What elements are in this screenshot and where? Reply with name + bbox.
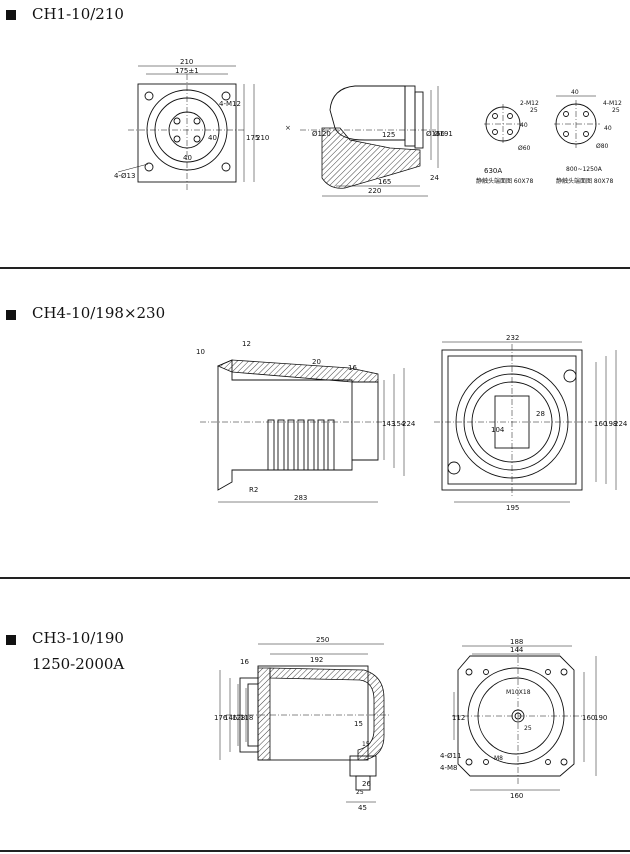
dim-label: 40 [571, 89, 579, 96]
dim-label: 4-M12 [219, 100, 241, 108]
ch4-side-view: 10 12 20 16 143 154 224 R2 283 [196, 340, 416, 503]
dim-label: 40 [183, 154, 192, 162]
dim-label: 125 [382, 131, 395, 139]
dim-label: 160 [582, 714, 595, 722]
ch1-drawing: 210 175±1 4-M12 175 210 40 40 4-Ø13 × Ø1… [114, 58, 622, 197]
dim-label: Ø191 [434, 130, 453, 138]
dim-label: 175 [246, 134, 259, 142]
dim-label: Ø60 [518, 145, 531, 152]
dim-label: 175±1 [175, 67, 199, 75]
dim-label: 12 [242, 340, 251, 348]
dim-label: M8 [494, 755, 503, 762]
dim-label: 143 [382, 420, 395, 428]
dim-label: 210 [256, 134, 269, 142]
dim-label: 25 [524, 725, 532, 732]
ch1-front-view: 210 175±1 4-M12 175 210 40 40 4-Ø13 [114, 58, 269, 190]
caption: 静触头端面图 60X78 [476, 177, 533, 185]
ch3-front-view: 188 144 M10X18 112 25 4-Ø11 M8 4-M8 160 … [440, 638, 607, 800]
svg-text:×: × [285, 124, 291, 132]
dim-label: 198 [604, 420, 617, 428]
dim-label: 4-M12 [603, 100, 622, 107]
section-subtitle: 1250-2000A [32, 655, 125, 673]
ch4-drawing: 10 12 20 16 143 154 224 R2 283 [196, 334, 628, 512]
dim-label: 25 [530, 107, 538, 114]
dim-label: R2 [249, 486, 258, 494]
ch4-front-view: 232 28 104 160 198 224 195 [434, 334, 628, 512]
ch1-side-view: × Ø120 125 Ø166 Ø191 165 24 220 [285, 85, 453, 197]
section-ch4: CH4-10/198×230 10 12 20 16 [0, 270, 630, 580]
section-title: CH3-10/190 [32, 629, 124, 647]
dim-label: 15 [362, 741, 370, 748]
dim-label: 165 [378, 178, 391, 186]
dim-label: 146 [224, 714, 238, 722]
dim-label: Ø120 [312, 130, 331, 138]
dim-label: 800~1250A [566, 166, 603, 173]
dim-label: 28 [536, 410, 545, 418]
section-title: CH4-10/198×230 [32, 304, 166, 322]
dim-label: 15 [354, 720, 363, 728]
dim-label: 232 [506, 334, 519, 342]
dim-label: 250 [316, 636, 329, 644]
dim-label: 20 [312, 358, 321, 366]
dim-label: 40 [520, 122, 528, 129]
dim-label: 10 [196, 348, 205, 356]
dim-label: 224 [402, 420, 416, 428]
dim-label: 192 [310, 656, 323, 664]
dim-label: Ø80 [596, 143, 609, 150]
section-divider [0, 267, 630, 269]
dim-label: 160 [510, 792, 523, 800]
dim-label: 4-Ø11 [440, 752, 461, 760]
ch1-detail-630a: 2-M12 25 40 Ø60 630A 静触头端面图 60X78 [476, 100, 539, 185]
dim-label: 195 [506, 504, 519, 512]
dim-label: 40 [208, 134, 217, 142]
dim-label: 24 [430, 174, 439, 182]
dim-label: 144 [510, 646, 524, 654]
ch3-side-view: 250 192 16 176 146 128 118 15 15 26 25 4… [214, 636, 390, 812]
dim-label: 210 [180, 58, 193, 66]
dim-label: 630A [484, 167, 502, 175]
dim-label: 283 [294, 494, 307, 502]
dim-label: 128 [232, 714, 245, 722]
ch4-ribs [267, 419, 335, 471]
dim-label: 160 [594, 420, 607, 428]
bullet-square-icon [6, 635, 16, 645]
dim-label: 40 [604, 125, 612, 132]
bullet-square-icon [6, 310, 16, 320]
dim-label: 220 [368, 187, 381, 195]
dim-label: 2-M12 [520, 100, 539, 107]
section-divider [0, 850, 630, 852]
ch3-drawing: 250 192 16 176 146 128 118 15 15 26 25 4… [214, 636, 607, 812]
dim-label: 25 [356, 789, 364, 796]
dim-label: 26 [362, 780, 371, 788]
dim-label: 16 [348, 364, 357, 372]
dim-label: 224 [614, 420, 628, 428]
caption: 静触头端面图 80X78 [556, 177, 613, 185]
dim-label: M10X18 [506, 689, 531, 696]
section-ch1: CH1-10/210 210 175±1 4-M12 [0, 0, 630, 270]
bullet-square-icon [6, 10, 16, 20]
dim-label: 154 [392, 420, 406, 428]
dim-label: 4-Ø13 [114, 172, 135, 180]
section-divider [0, 577, 630, 579]
dim-label: 25 [612, 107, 620, 114]
dim-label: 45 [358, 804, 367, 812]
dim-label: 188 [510, 638, 523, 646]
section-ch3: CH3-10/190 1250-2000A 250 192 16 176 146… [0, 580, 630, 854]
dim-label: 112 [452, 714, 465, 722]
dim-label: 16 [240, 658, 249, 666]
dim-label: 4-M8 [440, 764, 457, 772]
section-title: CH1-10/210 [32, 5, 124, 23]
dim-label: 118 [240, 714, 253, 722]
dim-label: 176 [214, 714, 228, 722]
dim-label: Ø166 [426, 130, 445, 138]
ch1-detail-800a: 40 4-M12 25 40 Ø80 800~1250A 静触头端面图 80X7… [554, 89, 622, 185]
dim-label: 104 [491, 426, 505, 434]
dim-label: 190 [594, 714, 607, 722]
